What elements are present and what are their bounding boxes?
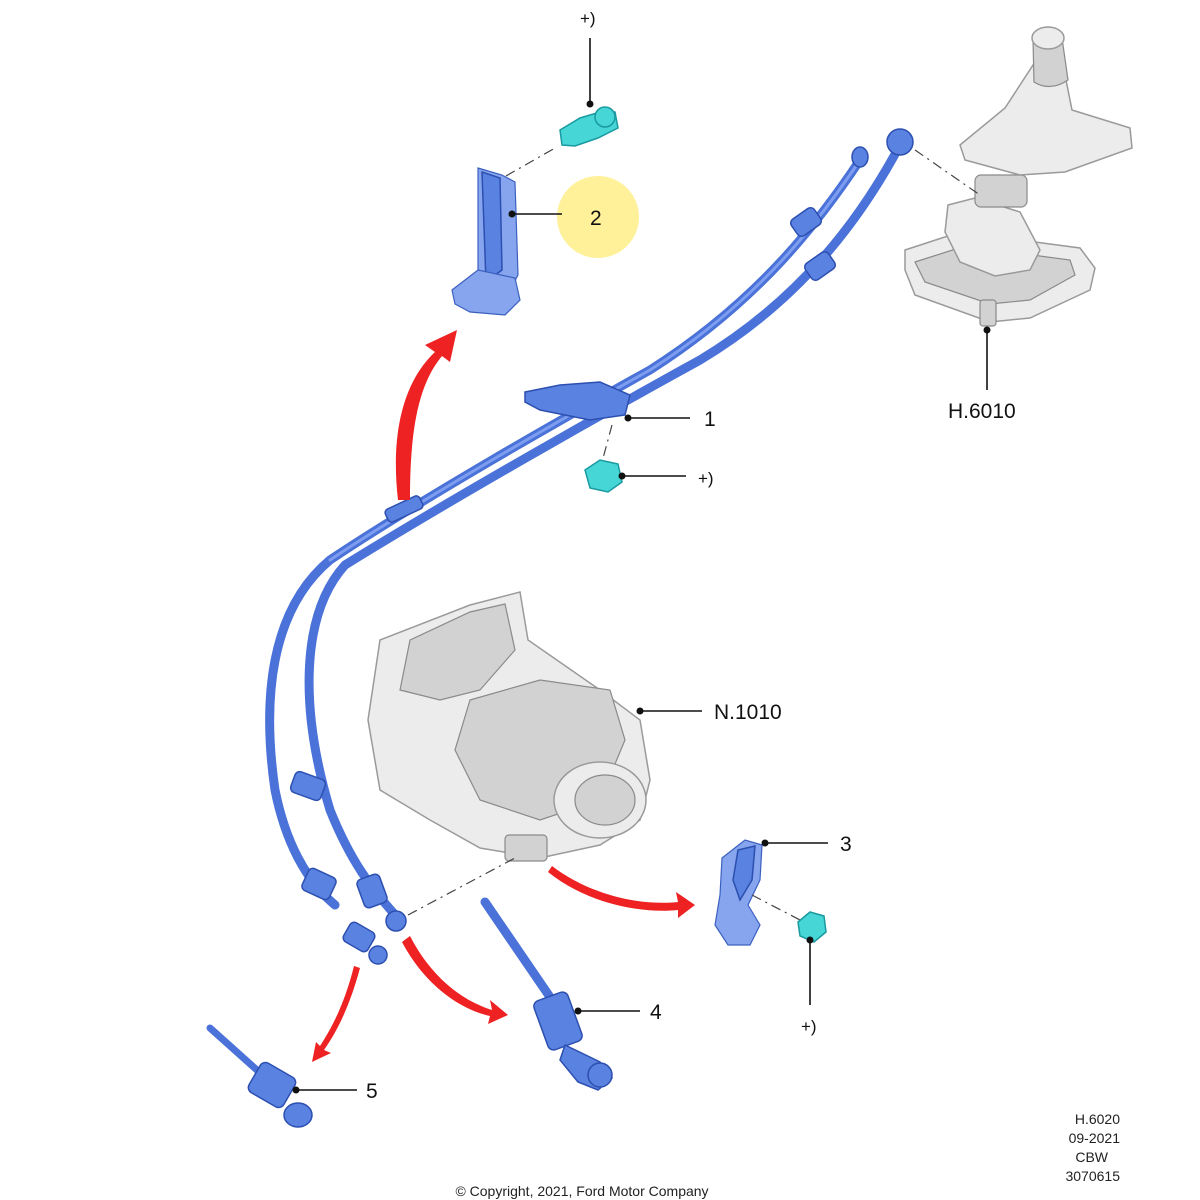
bracket-part-2 [451, 147, 556, 316]
cable-bracket-nut [584, 424, 626, 493]
lever-part-3 [714, 839, 828, 946]
callout-3: 3 [840, 833, 852, 856]
callout-5: 5 [366, 1080, 378, 1103]
cable-end-part-5 [206, 1024, 357, 1128]
copyright: © Copyright, 2021, Ford Motor Company [455, 1183, 708, 1199]
callout-shifter: H.6010 [948, 400, 1016, 423]
callout-2: 2 [590, 207, 602, 230]
cable-assembly [265, 128, 914, 965]
lever-nut [797, 911, 827, 1005]
callout-1: 1 [704, 408, 716, 431]
top-bolt [559, 38, 619, 147]
dash-trans-cable [407, 857, 516, 916]
meta-line-1: H.6020 [1075, 1111, 1120, 1127]
callout-transmission: N.1010 [714, 701, 782, 724]
transmission-n1010 [367, 591, 702, 862]
cable-end-part-4 [480, 897, 640, 1091]
callout-right-fastener: +) [801, 1017, 817, 1036]
red-arrows [312, 330, 695, 1062]
shifter-assembly [904, 26, 1133, 390]
callout-mid-fastener: +) [698, 469, 714, 488]
callout-top-fastener: +) [580, 9, 596, 28]
callout-4: 4 [650, 1001, 662, 1024]
highlight-circle [557, 176, 639, 258]
meta-line-4: 3070615 [1065, 1168, 1120, 1184]
meta-line-2: 09-2021 [1069, 1130, 1121, 1146]
meta-line-3: CBW [1075, 1149, 1108, 1165]
